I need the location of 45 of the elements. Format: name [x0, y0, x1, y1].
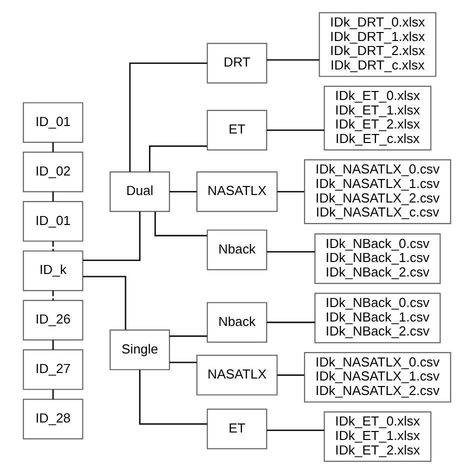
node-box: DRT: [206, 42, 268, 84]
connector: [148, 145, 207, 172]
connector: [52, 241, 54, 251]
node-box: NASATLX: [196, 354, 278, 396]
connector: [154, 212, 207, 236]
node-box: ID_27: [22, 349, 84, 390]
node-box: ET: [206, 110, 268, 151]
node-box: ID_28: [22, 398, 84, 440]
connector: [52, 142, 54, 152]
node-box: IDk_NBack_0.csv IDk_NBack_1.csv IDk_NBack_2.csv: [314, 233, 441, 284]
connector: [170, 362, 197, 364]
node-box: ID_26: [22, 300, 84, 340]
connector: [277, 190, 304, 192]
node-box: Nback: [206, 230, 268, 270]
connector: [52, 290, 54, 300]
connector: [170, 190, 197, 192]
connector: [52, 192, 54, 202]
connector: [266, 129, 324, 131]
node-box: ID_01: [22, 201, 84, 242]
node-box: IDk_DRT_0.xlsx IDk_DRT_1.xlsx IDk_DRT_2.xlsx IDk_DRT_c.xlsx: [318, 12, 436, 77]
node-box: IDk_NASATLX_0.csv IDk_NASATLX_1.csv IDk_NASATLX_2.csv: [304, 352, 452, 403]
node-box: ID_01: [22, 102, 84, 143]
connector: [82, 276, 126, 330]
connector: [277, 374, 304, 376]
connector: [266, 430, 324, 431]
connector: [52, 389, 54, 400]
node-box: ID_02: [22, 152, 84, 192]
connector: [82, 212, 141, 262]
connector: [129, 62, 208, 172]
node-box: IDk_NBack_0.csv IDk_NBack_1.csv IDk_NBack_2.csv: [314, 292, 441, 344]
node-box: IDk_ET_0.xlsx IDk_ET_1.xlsx IDk_ET_2.xlsx IDk_ET_c.xlsx: [324, 86, 432, 151]
connector: [170, 335, 208, 337]
connector: [139, 370, 208, 425]
node-box: Single: [110, 330, 170, 370]
connector: [266, 59, 320, 61]
connector: [266, 322, 315, 324]
connector: [266, 251, 315, 253]
connector: [52, 340, 54, 350]
node-box: NASATLX: [196, 171, 278, 212]
node-box: Nback: [206, 302, 268, 343]
node-box: Dual: [110, 171, 170, 212]
node-box: ID_k: [22, 250, 84, 292]
node-box: IDk_NASATLX_0.csv IDk_NASATLX_1.csv IDk_NASATLX_2.csv IDk_NASATLX_c.csv: [304, 159, 452, 224]
node-box: ET: [206, 408, 268, 450]
node-box: IDk_ET_0.xlsx IDk_ET_1.xlsx IDk_ET_2.xlsx: [324, 411, 432, 462]
